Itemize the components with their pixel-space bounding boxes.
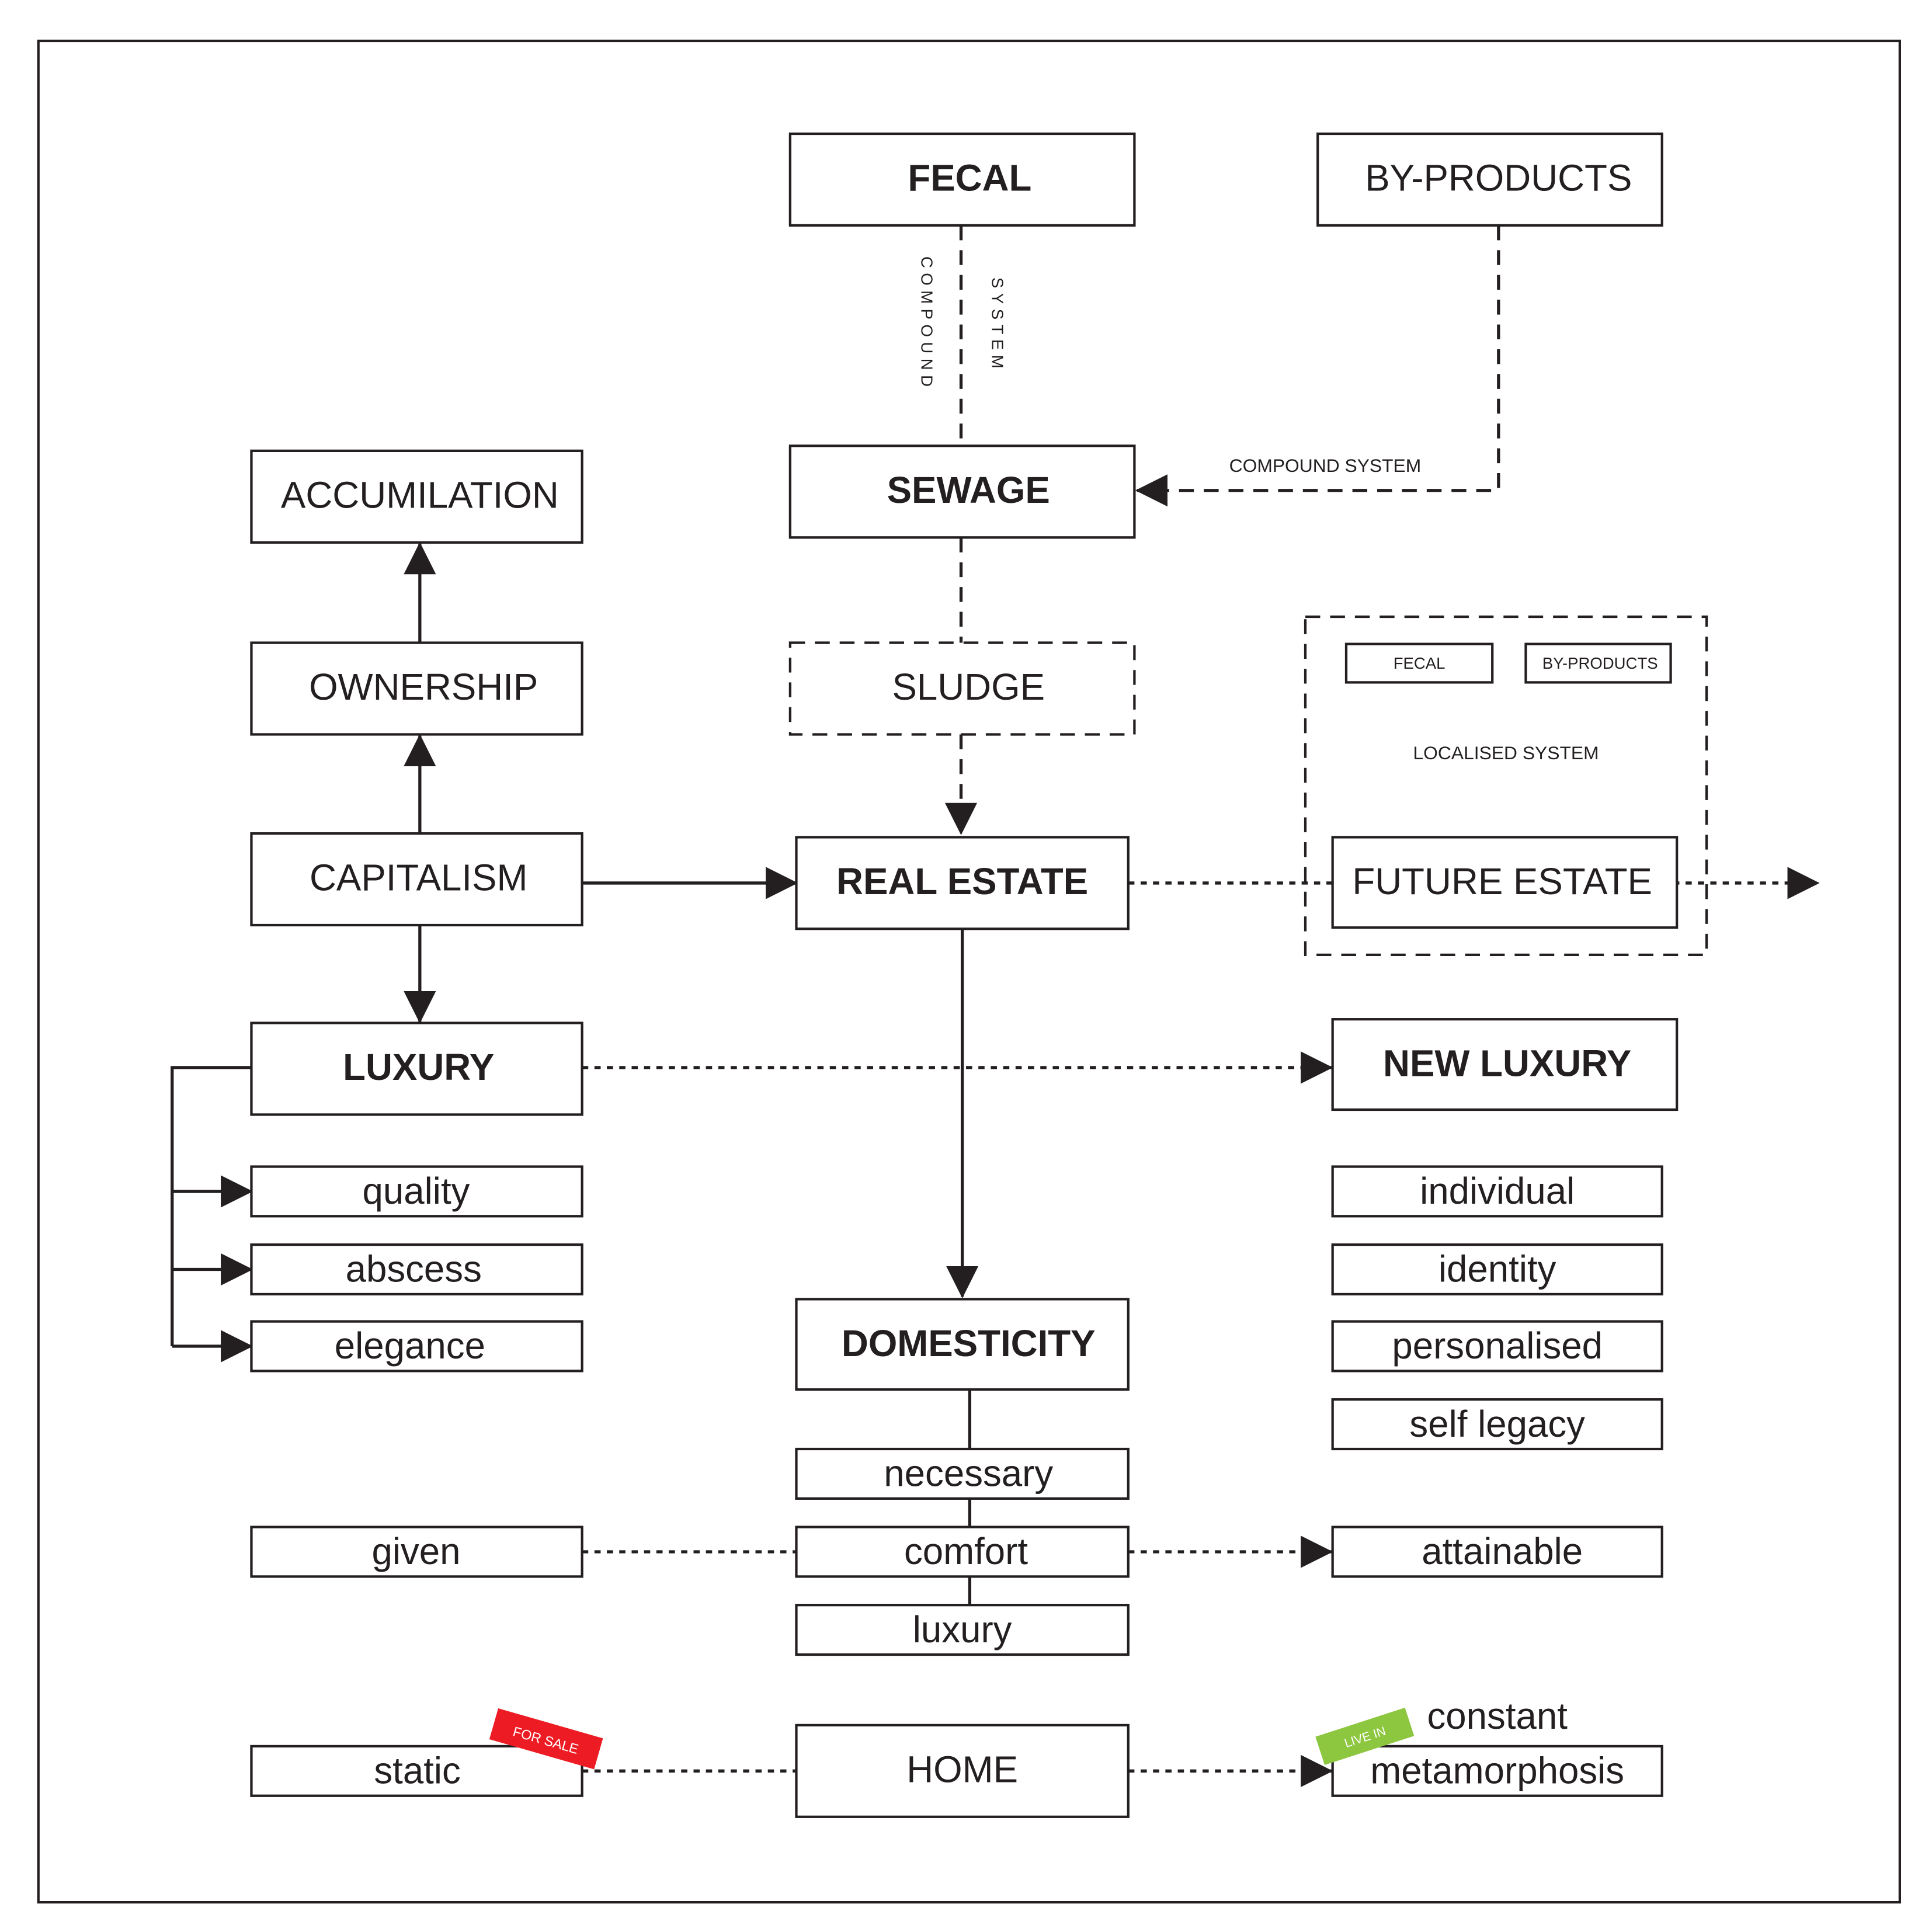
new-luxury-trait-box: [1331, 1398, 1663, 1451]
live-in-tag: LIVE IN: [1315, 1707, 1415, 1766]
byproducts-label: BY-PRODUCTS: [1365, 158, 1632, 199]
compound-system-label: COMPOUND SYSTEM: [1229, 455, 1422, 476]
live-in-tag-shape: [1315, 1707, 1415, 1766]
compound-vertical-right-label: SYSTEM: [989, 277, 1007, 373]
connector-luxury-bracket: [171, 1066, 252, 1346]
mini-fecal-label: FECAL: [1394, 654, 1445, 672]
connectors: [171, 225, 1820, 1787]
connector-byproducts-sewage: [1135, 225, 1500, 507]
new-luxury-trait-box: [1331, 1243, 1663, 1296]
real-estate-label: REAL ESTATE: [836, 861, 1088, 902]
sludge-box: [788, 641, 1136, 736]
luxury-trait-label: quality: [363, 1170, 470, 1212]
domesticity-level-label: necessary: [884, 1453, 1053, 1495]
capitalism-box: [250, 832, 583, 927]
ownership-box: [250, 641, 583, 736]
luxury-trait-label: abscess: [346, 1249, 482, 1290]
accumilation-label: ACCUMILATION: [281, 474, 559, 516]
domesticity-level-box: [795, 1526, 1130, 1578]
new-luxury-box: [1331, 1018, 1679, 1111]
sludge-label: SLUDGE: [892, 666, 1045, 708]
new-luxury-trait-label: personalised: [1392, 1325, 1603, 1367]
domesticity-level-box: [795, 1604, 1130, 1656]
home-label: HOME: [906, 1749, 1018, 1790]
localised-system-frame: [1304, 615, 1708, 957]
metamorphosis-label: metamorphosis: [1370, 1750, 1624, 1792]
ownership-label: OWNERSHIP: [309, 666, 538, 708]
new-luxury-label: NEW LUXURY: [1383, 1043, 1631, 1085]
new-luxury-trait-box: [1331, 1320, 1663, 1372]
domesticity-box: [795, 1298, 1130, 1391]
attainable-box: [1331, 1526, 1663, 1578]
given-label: given: [371, 1531, 460, 1572]
fecal-label: FECAL: [908, 158, 1031, 199]
mini-byproducts-box: [1524, 642, 1672, 684]
domesticity-level-label: comfort: [904, 1531, 1028, 1572]
future-estate-box: [1331, 836, 1679, 929]
mini-fecal-box: [1344, 642, 1494, 684]
new-luxury-trait-label: self legacy: [1409, 1403, 1585, 1445]
future-estate-label: FUTURE ESTATE: [1352, 861, 1652, 902]
domesticity-level-box: [795, 1447, 1130, 1500]
home-box: [795, 1723, 1130, 1818]
static-label: static: [374, 1750, 460, 1792]
fecal-box: [788, 132, 1136, 227]
real-estate-box: [795, 836, 1130, 930]
outer-frame: [37, 39, 1901, 1904]
static-box: [250, 1745, 583, 1797]
compound-vertical-left-label: COMPOUND: [918, 256, 936, 392]
domesticity-label: DOMESTICITY: [842, 1323, 1096, 1364]
new-luxury-trait-label: individual: [1420, 1170, 1575, 1212]
constant-label: constant: [1427, 1695, 1568, 1737]
luxury-trait-box: [250, 1243, 583, 1296]
localised-system-label: LOCALISED SYSTEM: [1413, 742, 1599, 763]
sewage-box: [788, 444, 1136, 539]
domesticity-level-label: luxury: [913, 1609, 1012, 1650]
new-luxury-trait-label: identity: [1438, 1249, 1556, 1290]
luxury-box: [250, 1021, 583, 1116]
sewage-label: SEWAGE: [887, 470, 1050, 511]
luxury-trait-box: [250, 1165, 583, 1218]
given-box: [250, 1526, 583, 1578]
new-luxury-trait-box: [1331, 1165, 1663, 1218]
luxury-label: LUXURY: [343, 1047, 494, 1088]
attainable-label: attainable: [1422, 1531, 1583, 1572]
luxury-trait-box: [250, 1320, 583, 1372]
capitalism-label: CAPITALISM: [310, 857, 528, 899]
accumilation-box: [250, 449, 583, 544]
for-sale-tag-shape: [489, 1708, 603, 1770]
mini-byproducts-label: BY-PRODUCTS: [1542, 654, 1658, 672]
byproducts-box: [1316, 132, 1663, 227]
metamorphosis-box: [1331, 1745, 1663, 1797]
luxury-trait-label: elegance: [335, 1325, 485, 1367]
